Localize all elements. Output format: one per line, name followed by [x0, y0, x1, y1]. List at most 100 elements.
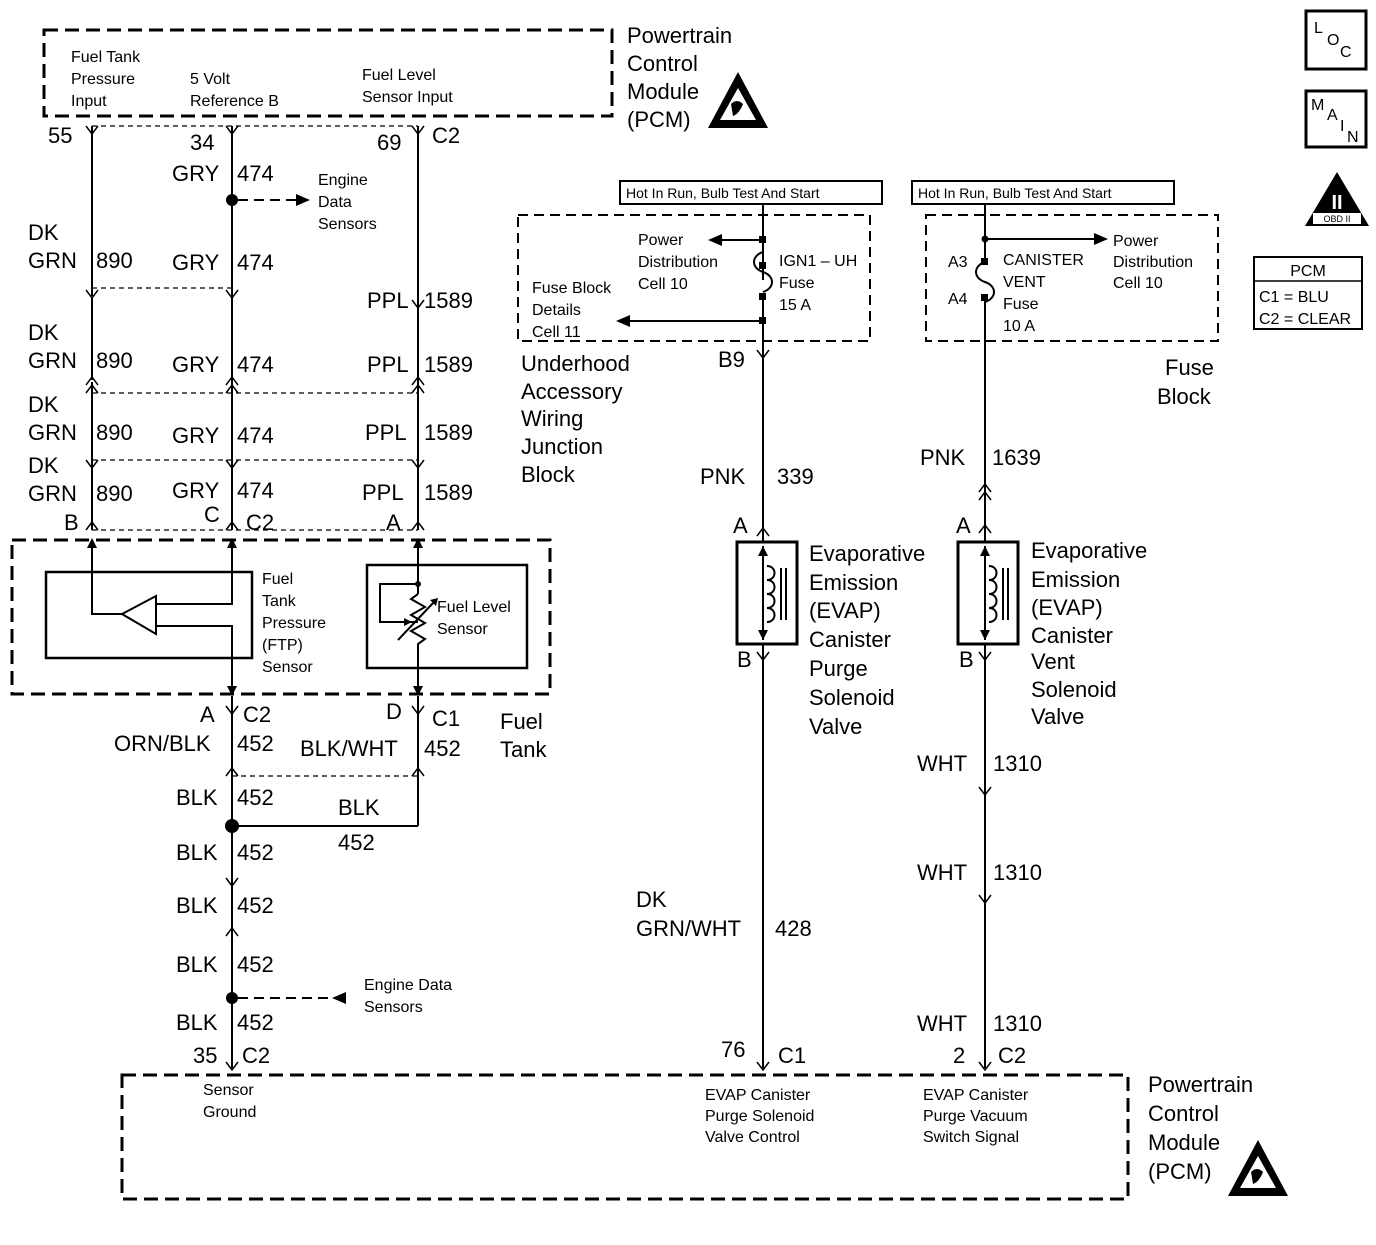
ftp-sensor-box — [44, 570, 254, 660]
fuse-right-power-dist: Power Distribution Cell 10 — [1113, 233, 1197, 292]
fuse-right-pin-a4: A4 — [948, 291, 968, 308]
circuit-1589-1: 1589 — [424, 288, 473, 313]
wire-label-890-2: DK GRN — [28, 320, 77, 373]
pin-55: 55 — [48, 123, 72, 148]
wire-color-1589-1: PPL — [367, 288, 409, 313]
conn-fl-d: D — [386, 699, 402, 724]
wire-color-474-2: GRY — [172, 250, 220, 275]
circuit-1310-3: 1310 — [993, 1011, 1042, 1036]
underhood-block-label: Underhood Accessory Wiring Junction Bloc… — [521, 351, 636, 487]
wire-color-dkgrn-wht: DK GRN/WHT — [636, 887, 741, 941]
conn-purge-a: A — [733, 513, 748, 538]
fuel-tank-label: Fuel Tank — [500, 709, 549, 762]
circuit-452-4: 452 — [338, 830, 375, 855]
circuit-339: 339 — [777, 464, 814, 489]
fuse-left-header-box — [619, 180, 883, 205]
wire-color-1589-4: PPL — [362, 480, 404, 505]
fuse-right-header-box — [911, 180, 1175, 205]
circuit-452-8: 452 — [237, 1010, 274, 1035]
esd-warning-icon — [708, 72, 768, 128]
arrow-b-icon — [87, 538, 97, 548]
wire-color-blk-1: BLK — [176, 785, 218, 810]
fuse-right-box — [925, 214, 1219, 342]
arrow-ftp-a-icon — [227, 686, 237, 696]
wire-color-blk-4: BLK — [176, 893, 218, 918]
pcm-top-box — [42, 28, 614, 118]
svg-text:I: I — [1340, 118, 1344, 135]
pin-c2-bottom-b: C2 — [998, 1043, 1026, 1068]
fuse-right-fuse: CANISTER VENT Fuse 10 A — [1003, 252, 1088, 335]
wire-color-orn-blk: ORN/BLK — [114, 731, 211, 756]
main-icon[interactable]: M A I N — [1304, 89, 1368, 149]
fuel-level-resistor-icon — [379, 540, 438, 694]
svg-text:C1 = BLU: C1 = BLU — [1259, 289, 1329, 306]
circuit-474-1: 474 — [237, 161, 274, 186]
fuel-level-sensor-box — [365, 563, 529, 670]
pin-2: 2 — [953, 1043, 965, 1068]
wire-color-wht-2: WHT — [917, 860, 967, 885]
circuit-474-2: 474 — [237, 250, 274, 275]
wire-color-474-4: GRY — [172, 423, 220, 448]
conn-purge-b: B — [737, 647, 752, 672]
svg-text:C: C — [1340, 44, 1352, 61]
pin-35: 35 — [193, 1043, 217, 1068]
loc-icon[interactable]: L O C — [1304, 9, 1368, 71]
vent-solenoid-coil-icon — [980, 546, 1009, 640]
circuit-1589-3: 1589 — [424, 420, 473, 445]
fuse-right-wiring — [975, 204, 1108, 500]
fuse-left-header: Hot In Run, Bulb Test And Start — [626, 185, 820, 201]
purge-solenoid-coil-icon — [758, 546, 787, 640]
sensor-ground-label: Sensor Ground — [203, 1082, 258, 1121]
wire-color-1589-2: PPL — [367, 352, 409, 377]
circuit-474-4: 474 — [237, 423, 274, 448]
wire-color-pnk-1639: PNK — [920, 445, 966, 470]
pin-69: 69 — [377, 130, 401, 155]
obd-ii-icon[interactable]: II OBD II — [1305, 172, 1369, 226]
pin-c1-bottom: C1 — [778, 1043, 806, 1068]
arrow-c-icon — [227, 538, 237, 548]
engine-data-sensors-top: Engine Data Sensors — [318, 172, 377, 233]
fuse-left-wiring — [616, 204, 773, 360]
ftp-sensor-label: Fuel Tank Pressure (FTP) Sensor — [262, 571, 330, 676]
ground-wires — [231, 696, 419, 1068]
wire-color-blk-6: BLK — [176, 1010, 218, 1035]
purge-control-label: EVAP Canister Purge Solenoid Valve Contr… — [705, 1087, 819, 1146]
esd-warning-icon-bottom — [1228, 1140, 1288, 1196]
wire-color-1589-3: PPL — [365, 420, 407, 445]
fuse-left-fuse: IGN1 – UH Fuse 15 A — [779, 253, 862, 314]
svg-text:M: M — [1311, 97, 1324, 114]
conn-vent-a: A — [956, 513, 971, 538]
circuit-474-5: 474 — [237, 478, 274, 503]
splice-474 — [226, 194, 238, 206]
splice-452-b — [226, 992, 238, 1004]
conn-c2: C2 — [246, 510, 274, 535]
fuse-left-details: Fuse Block Details Cell 11 — [532, 280, 616, 341]
conn-b: B — [64, 510, 79, 535]
circuit-1589-4: 1589 — [424, 480, 473, 505]
svg-text:II: II — [1331, 192, 1342, 214]
wire-color-blk-5: BLK — [176, 952, 218, 977]
fuel-level-sensor-label: Fuel Level Sensor — [437, 599, 515, 638]
pcm-top-input-ftp: Fuel Tank Pressure Input — [71, 49, 145, 110]
arrow-fl-d-icon — [413, 686, 423, 696]
circuit-890-3: 890 — [96, 420, 133, 445]
pcm-top-input-fl: Fuel Level Sensor Input — [362, 67, 453, 106]
svg-text:N: N — [1347, 129, 1359, 146]
pcm-top-input-5v: 5 Volt Reference B — [190, 71, 279, 110]
fuse-left-box — [517, 214, 871, 342]
circuit-890-2: 890 — [96, 348, 133, 373]
vent-solenoid-box — [956, 540, 1020, 646]
pin-76: 76 — [721, 1037, 745, 1062]
conn-vent-b: B — [959, 647, 974, 672]
wire-color-474-5: GRY — [172, 478, 220, 503]
ftp-amplifier-icon — [91, 540, 233, 694]
conn-c: C — [204, 502, 220, 527]
circuit-1310-2: 1310 — [993, 860, 1042, 885]
wire-color-blk-wht: BLK/WHT — [300, 736, 398, 761]
wire-color-474-1: GRY — [172, 161, 220, 186]
connector-chevrons-top — [85, 125, 425, 531]
svg-text:PCM: PCM — [1290, 263, 1326, 280]
svg-text:L: L — [1314, 20, 1323, 37]
circuit-474-3: 474 — [237, 352, 274, 377]
conn-a: A — [386, 510, 401, 535]
